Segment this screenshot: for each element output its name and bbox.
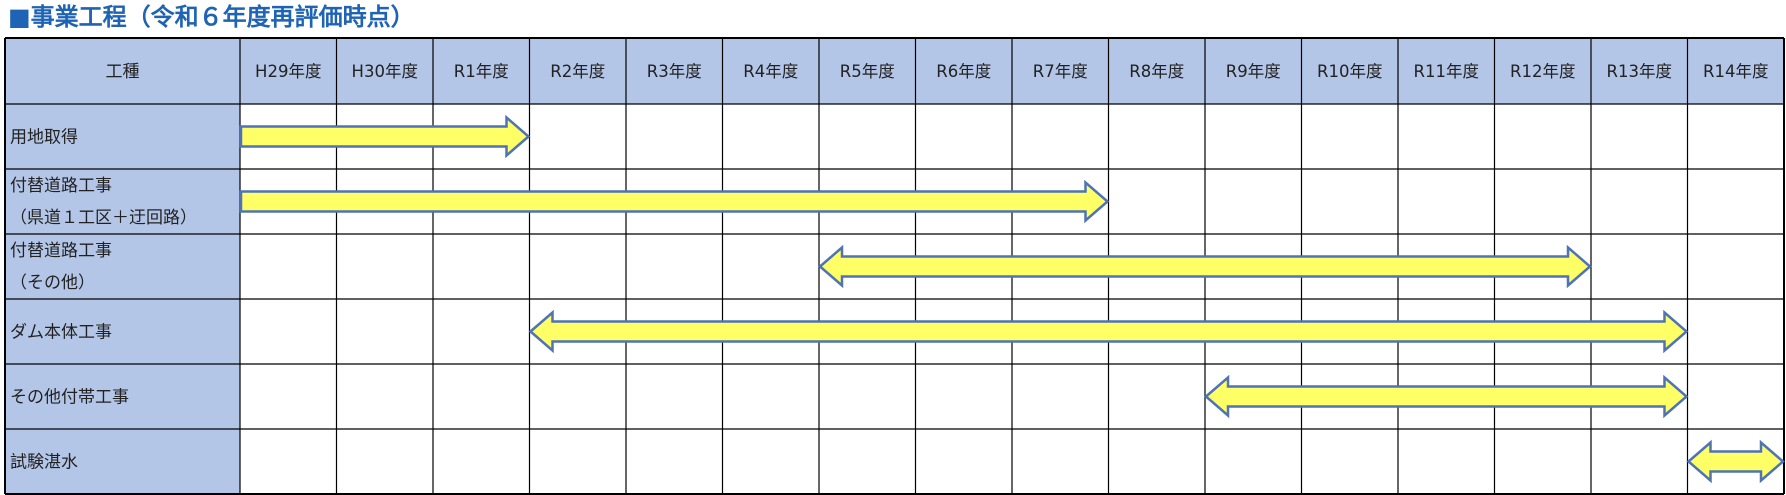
task-label: 付替道路工事（その他） bbox=[10, 241, 112, 293]
chart-title: ■事業工程（令和６年度再評価時点） bbox=[8, 3, 415, 31]
period-header: R12年度 bbox=[1510, 62, 1575, 81]
task-label: その他付帯工事 bbox=[10, 388, 129, 408]
period-header: R6年度 bbox=[936, 62, 991, 81]
schedule-arrow bbox=[239, 179, 1110, 224]
period-header: R2年度 bbox=[550, 62, 605, 81]
task-label: 用地取得 bbox=[10, 128, 78, 148]
period-header: R10年度 bbox=[1317, 62, 1382, 81]
period-header: R4年度 bbox=[743, 62, 798, 81]
period-header: H30年度 bbox=[352, 62, 418, 81]
period-header: R5年度 bbox=[840, 62, 895, 81]
task-label: ダム本体工事 bbox=[10, 323, 112, 343]
period-header: R14年度 bbox=[1703, 62, 1768, 81]
period-header: R11年度 bbox=[1414, 62, 1479, 81]
period-header: R3年度 bbox=[647, 62, 702, 81]
period-header: R13年度 bbox=[1607, 62, 1672, 81]
corner-header: 工種 bbox=[106, 62, 140, 82]
period-header: R8年度 bbox=[1129, 62, 1184, 81]
schedule-arrow bbox=[1686, 439, 1785, 484]
schedule-arrow bbox=[1204, 374, 1689, 419]
period-header: H29年度 bbox=[255, 62, 321, 81]
period-header: R7年度 bbox=[1033, 62, 1088, 81]
header-background bbox=[5, 38, 1784, 104]
task-label: 試験湛水 bbox=[10, 453, 78, 473]
period-header: R9年度 bbox=[1226, 62, 1281, 81]
schedule-arrow bbox=[239, 114, 531, 159]
period-header: R1年度 bbox=[454, 62, 509, 81]
schedule-arrow bbox=[528, 309, 1689, 354]
task-label: 付替道路工事（県道１工区＋迂回路） bbox=[10, 176, 197, 228]
schedule-arrow bbox=[818, 244, 1592, 289]
